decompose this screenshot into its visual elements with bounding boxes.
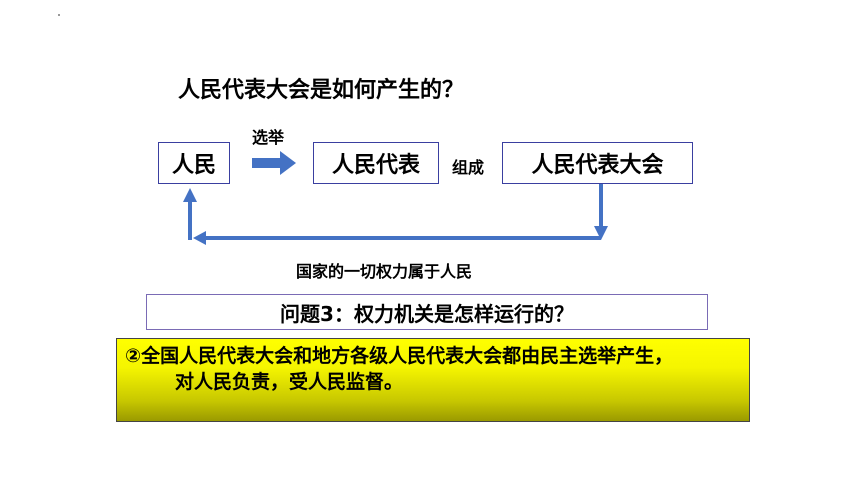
answer-line-1: ②全国人民代表大会和地方各级人民代表大会都由民主选举产生，: [125, 345, 674, 367]
elect-arrow-icon: [252, 151, 296, 175]
node-representatives: 人民代表: [313, 142, 439, 184]
question-text: 问题3：权力机关是怎样运行的？: [280, 301, 574, 326]
decor-dot: [58, 14, 60, 16]
question-box: 问题3：权力机关是怎样运行的？: [146, 294, 708, 330]
answer-box: ②全国人民代表大会和地方各级人民代表大会都由民主选举产生， 对人民负责，受人民监…: [116, 338, 750, 422]
node-congress: 人民代表大会: [502, 142, 693, 184]
slide-title: 人民代表大会是如何产生的？: [178, 78, 465, 103]
return-label: 国家的一切权力属于人民: [296, 262, 473, 281]
loop-arrow-icon: [183, 184, 608, 245]
edge-label-form: 组成: [452, 158, 485, 177]
node-people: 人民: [158, 142, 230, 184]
edge-label-elect: 选举: [252, 128, 285, 147]
answer-line-2: 对人民负责，受人民监督。: [175, 371, 404, 393]
